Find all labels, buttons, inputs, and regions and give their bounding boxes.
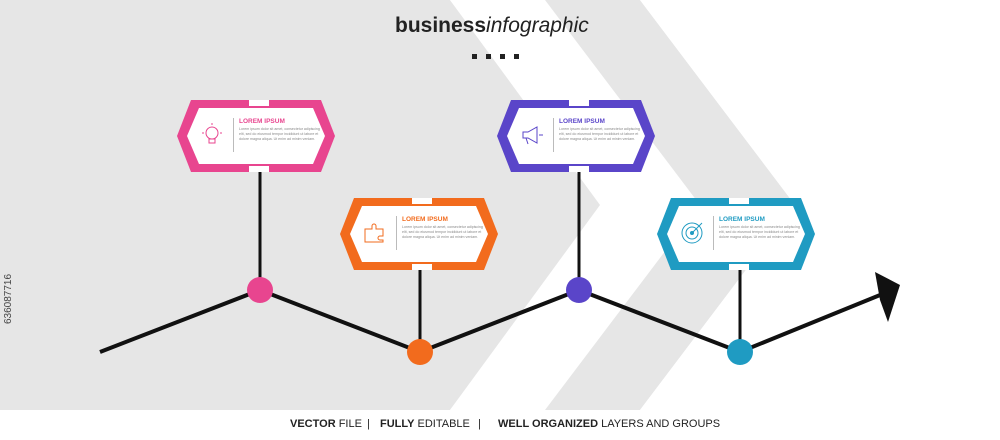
title-bold: business — [395, 14, 487, 37]
divider — [233, 118, 234, 152]
lightbulb-icon — [202, 123, 222, 144]
step-card-2: LOREM IPSUM Lorem ipsum dolor sit amet, … — [340, 198, 498, 270]
megaphone-icon — [522, 126, 543, 145]
watermark-id: 636087716 — [3, 273, 14, 324]
step-body: Lorem ipsum dolor sit amet, consectetur … — [239, 127, 320, 141]
title-dots — [472, 46, 528, 64]
step-card-3: LOREM IPSUM Lorem ipsum dolor sit amet, … — [497, 100, 655, 172]
target-icon — [681, 222, 703, 244]
footer-bold: VECTOR — [290, 418, 336, 430]
node-4 — [727, 339, 753, 365]
footer-separator: | — [367, 418, 370, 430]
title-italic: infographic — [486, 14, 589, 37]
divider — [553, 118, 554, 152]
step-body: Lorem ipsum dolor sit amet, consectetur … — [402, 225, 483, 239]
arrow-head-icon — [875, 272, 900, 322]
step-body: Lorem ipsum dolor sit amet, consectetur … — [559, 127, 640, 141]
footer-well-organized: WELL ORGANIZED LAYERS AND GROUPS — [498, 418, 720, 430]
divider — [713, 216, 714, 250]
divider — [396, 216, 397, 250]
footer-vector-file: VECTOR FILE — [290, 418, 362, 430]
node-2 — [407, 339, 433, 365]
footer-text: EDITABLE — [414, 418, 470, 430]
step-heading: LOREM IPSUM — [402, 216, 448, 223]
node-1 — [247, 277, 273, 303]
footer-bold: WELL ORGANIZED — [498, 418, 599, 430]
footer-separator: | — [478, 418, 481, 430]
zigzag-line — [99, 287, 886, 355]
step-card-4: LOREM IPSUM Lorem ipsum dolor sit amet, … — [657, 198, 815, 270]
step-body: Lorem ipsum dolor sit amet, consectetur … — [719, 225, 800, 239]
step-heading: LOREM IPSUM — [239, 118, 285, 125]
node-3 — [566, 277, 592, 303]
footer-bold: FULLY — [380, 418, 415, 430]
step-card-1: LOREM IPSUM Lorem ipsum dolor sit amet, … — [177, 100, 335, 172]
puzzle-icon — [364, 223, 384, 243]
footer-text: FILE — [335, 418, 362, 430]
step-heading: LOREM IPSUM — [719, 216, 765, 223]
page-title: businessinfographic — [395, 14, 589, 38]
step-heading: LOREM IPSUM — [559, 118, 605, 125]
footer-text: LAYERS AND GROUPS — [598, 418, 721, 430]
footer-fully-editable: FULLY EDITABLE — [380, 418, 470, 430]
